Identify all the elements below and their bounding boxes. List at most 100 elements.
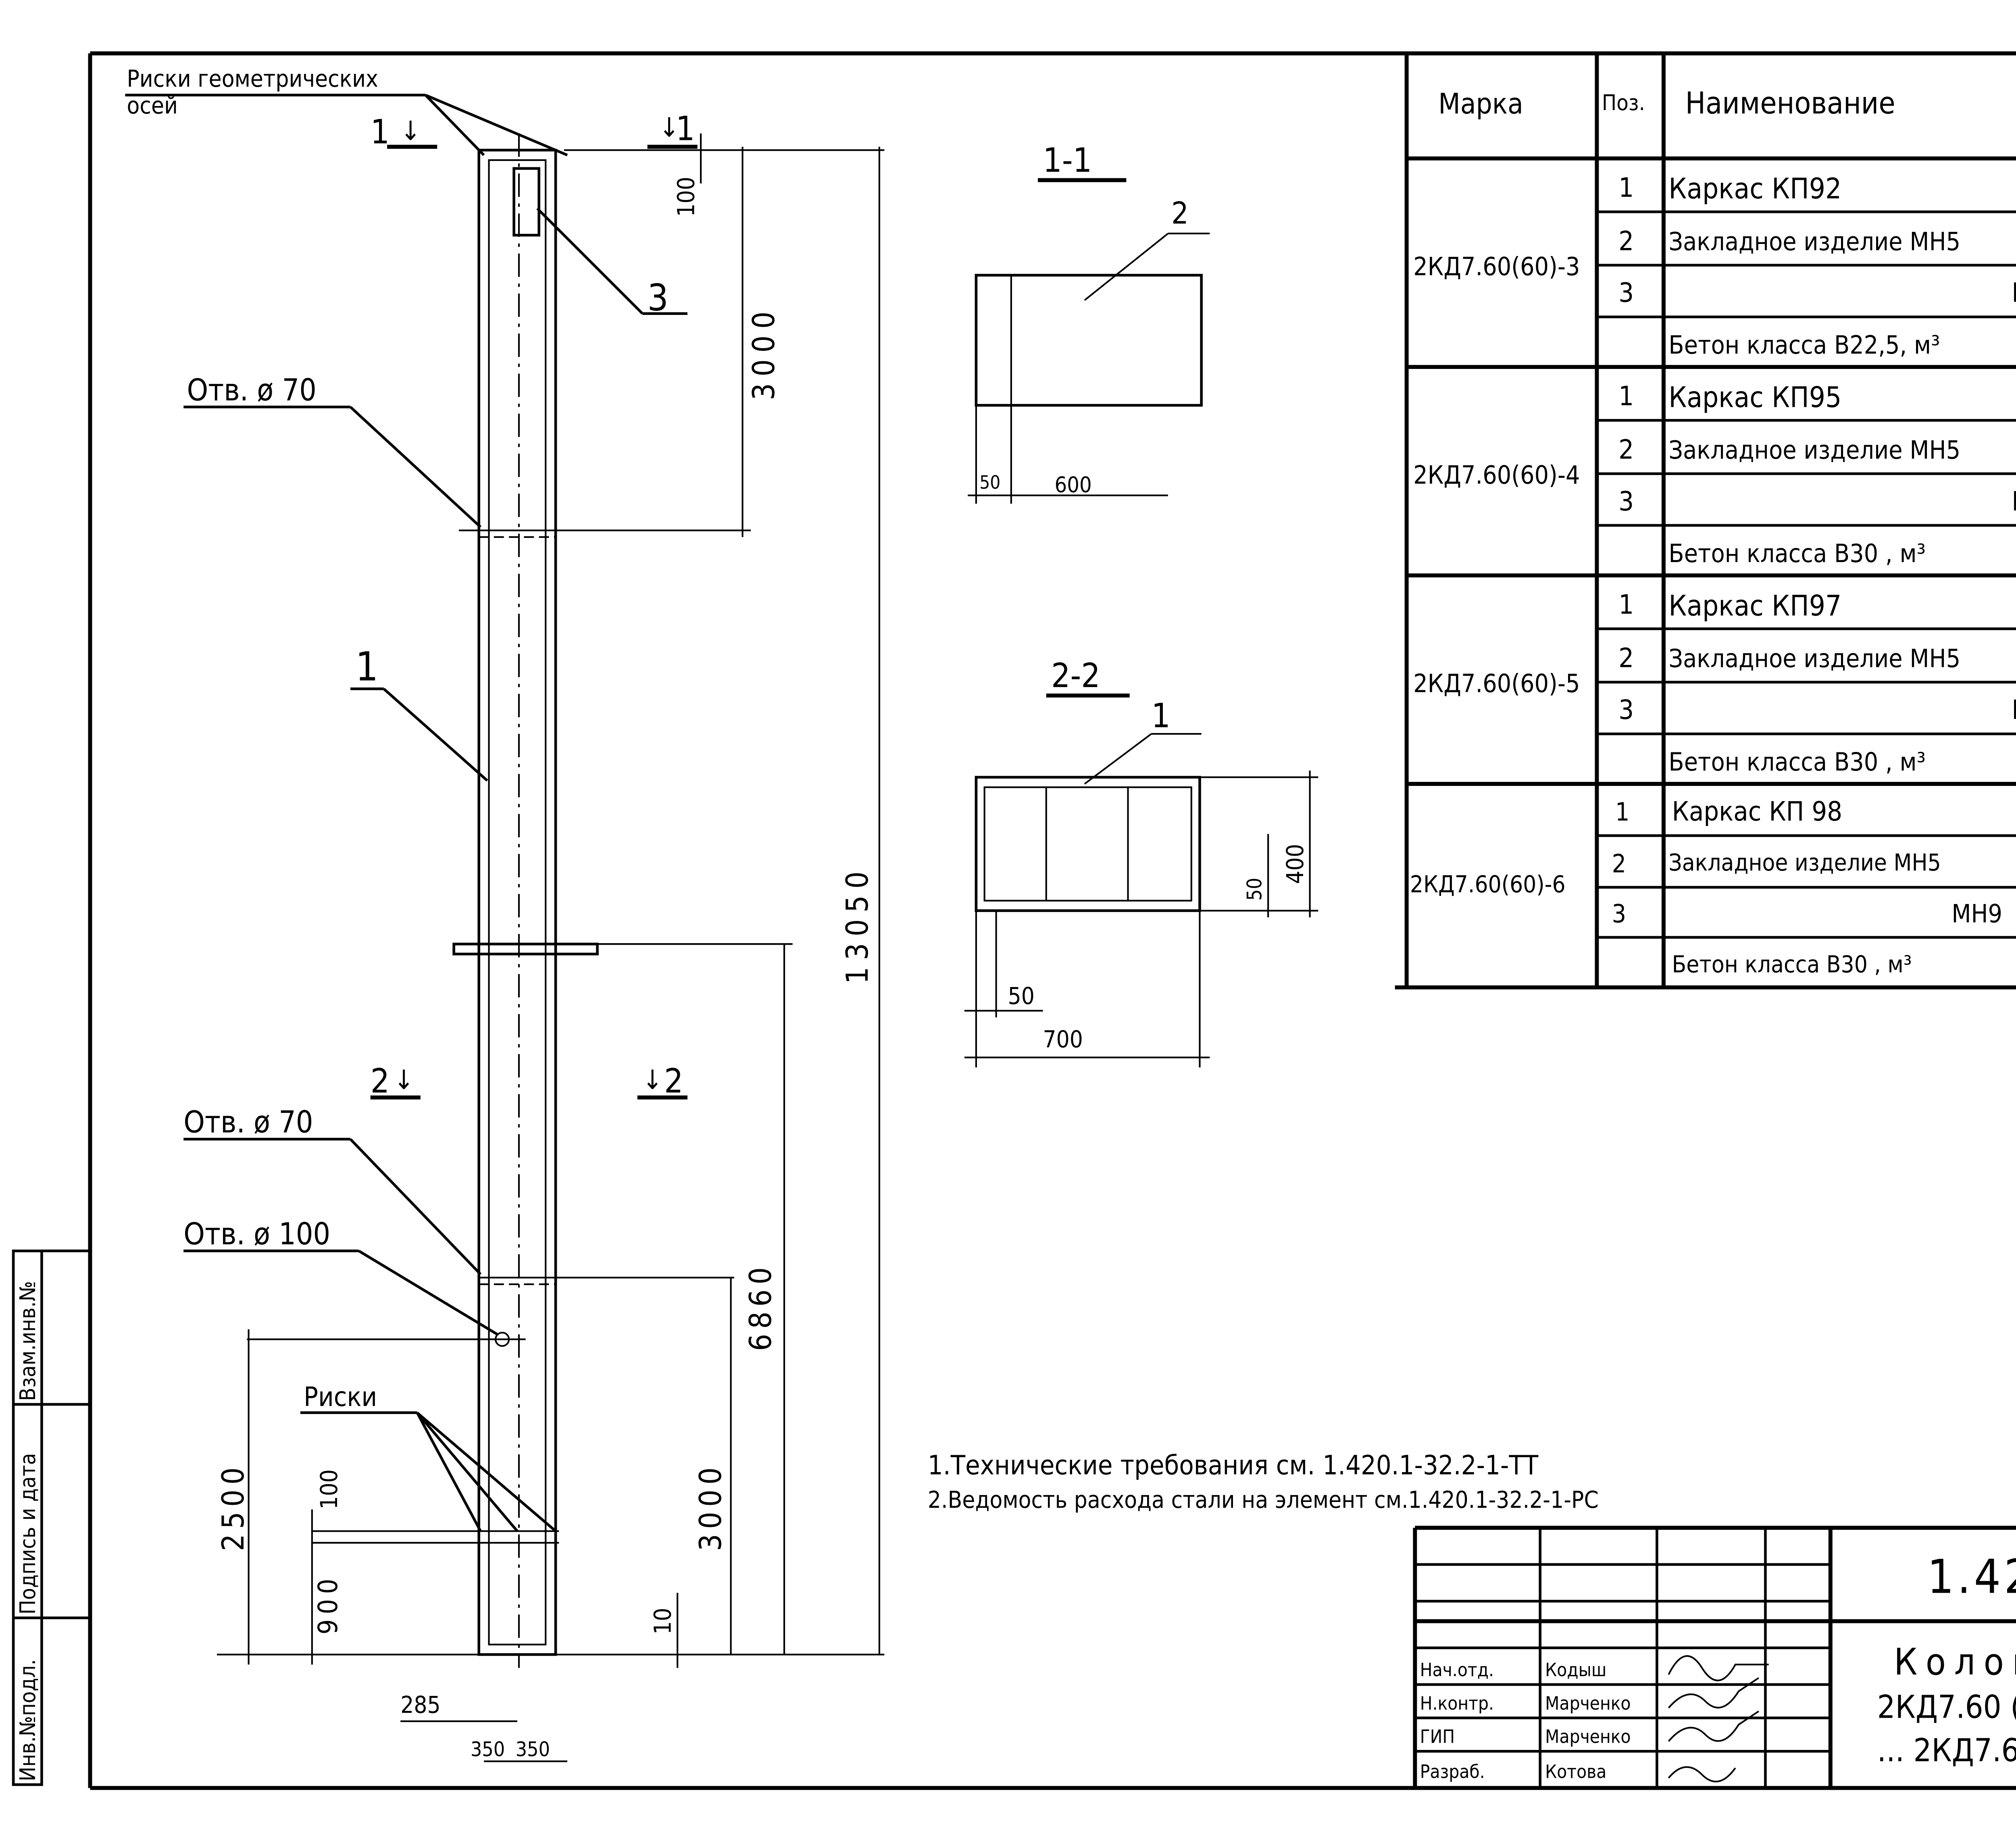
dim-10: 10 xyxy=(649,1608,677,1634)
row-name: Закладное изделие МН5 xyxy=(1668,849,1941,876)
arrow-down-icon: ↓ xyxy=(642,1064,662,1096)
section-2-2-pos: 1 xyxy=(1151,696,1170,735)
group-mark: 2КД7.60(60)-3 xyxy=(1413,252,1580,281)
staff-role: Разраб. xyxy=(1420,1761,1485,1783)
group-mark: 2КД7.60(60)-4 xyxy=(1413,460,1580,490)
row-pos: 3 xyxy=(1618,694,1634,725)
row-name: Закладное изделие МН5 xyxy=(1668,227,1960,256)
row-name: МН9 xyxy=(2012,486,2016,517)
row-name: МН9 xyxy=(2012,694,2016,725)
dim-900: 900 xyxy=(312,1574,344,1635)
side-stamp: Инв.№подл. Подпись и дата Взам.инв.№ xyxy=(12,1250,90,1786)
dim-600: 600 xyxy=(1054,472,1091,497)
row-name: Закладное изделие МН5 xyxy=(1668,435,1960,465)
dim-700: 700 xyxy=(1043,1026,1083,1053)
staff-name: Марченко xyxy=(1545,1726,1631,1748)
section-mark-1-right: 1 xyxy=(676,109,695,148)
table-group-3: 2КД7.60(60)-5 9,1 1 Каркас КП97 1 1.420.… xyxy=(1413,589,2016,777)
dimension-lines xyxy=(248,133,885,1762)
dim-400: 400 xyxy=(1281,844,1309,884)
hole-100-label: Отв. ø 100 xyxy=(183,1216,330,1252)
row-name: Каркас КП97 xyxy=(1668,589,1841,622)
risks-geom-label: Риски геометрических xyxy=(127,65,378,92)
table-group-4: 2КД7.60(60)-6 9,1 1 Каркас КП 98 1 1.420… xyxy=(1410,796,2002,978)
section-2-2: 2-2 1 50 400 50 700 xyxy=(964,656,1318,1068)
staff-role: ГИП xyxy=(1420,1726,1455,1748)
arrow-down-icon: ↓ xyxy=(659,112,679,143)
table-group-1: 2КД7.60(60)-3 9,1 1 Каркас КП92 1 1.420.… xyxy=(1413,172,2016,360)
dim-13050: 13050 xyxy=(840,865,875,984)
staff-role: Н.контр. xyxy=(1420,1693,1494,1714)
row-pos: 3 xyxy=(1618,486,1634,517)
sign-date-label: Подпись и дата xyxy=(15,1453,40,1615)
doc-title: Колонна xyxy=(1894,1641,2016,1683)
row-pos: 3 xyxy=(1618,277,1634,308)
table-group-2: 2КД7.60(60)-4 9,1 1 Каркас КП95 1 1.420.… xyxy=(1413,381,2016,568)
row-name: Каркас КП92 xyxy=(1668,172,1841,205)
row-pos: 1 xyxy=(1615,797,1630,827)
embedded-item-3 xyxy=(512,167,541,237)
row-name: МН9 xyxy=(1951,899,2002,928)
dim-3000-bottom: 3000 xyxy=(693,1462,728,1551)
leaders xyxy=(125,94,688,1532)
note-2: 2.Ведомость расхода стали на элемент см.… xyxy=(928,1486,1599,1513)
row-name: Бетон класса В30 , м³ xyxy=(1668,747,1926,777)
header-mark: Марка xyxy=(1438,87,1523,120)
dim-285: 285 xyxy=(400,1691,440,1718)
inv-no-label: Инв.№подл. xyxy=(15,1659,40,1781)
risks-geom-label-2: осей xyxy=(127,92,178,119)
spec-table xyxy=(1395,55,2016,989)
row-name: Бетон класса В22,5, м³ xyxy=(1668,330,1940,360)
pos-3-label: 3 xyxy=(648,277,669,319)
dim-50-h: 50 xyxy=(1008,982,1035,1010)
dim-100-top: 100 xyxy=(673,177,700,217)
dim-50-v: 50 xyxy=(1243,878,1266,901)
row-name: Каркас КП95 xyxy=(1668,381,1841,414)
dim-350-right: 350 xyxy=(516,1738,550,1761)
row-pos: 2 xyxy=(1618,643,1634,674)
row-pos: 2 xyxy=(1612,849,1627,878)
hole-70-bottom-label: Отв. ø 70 xyxy=(183,1105,313,1140)
dim-100-bottom: 100 xyxy=(315,1469,343,1509)
row-name: Бетон класса В30 , м³ xyxy=(1672,951,1912,978)
row-pos: 1 xyxy=(1618,381,1634,412)
row-pos: 1 xyxy=(1618,172,1634,203)
section-1-1-pos: 2 xyxy=(1171,196,1189,231)
header-name: Наименование xyxy=(1685,85,1895,121)
row-name: МН9 xyxy=(2012,277,2016,308)
risks-label: Риски xyxy=(304,1381,377,1412)
row-pos: 3 xyxy=(1612,899,1627,928)
note-1: 1.Технические требования см. 1.420.1-32.… xyxy=(928,1450,1539,1481)
row-pos: 1 xyxy=(1618,589,1634,620)
row-pos: 2 xyxy=(1618,434,1634,465)
pos-1-label: 1 xyxy=(355,644,378,690)
staff-name: Марченко xyxy=(1545,1693,1631,1714)
staff-name: Котова xyxy=(1545,1761,1606,1783)
doc-code: 1.420.1-32. 2-1 - 36 xyxy=(1927,1550,2016,1604)
dim-2500: 2500 xyxy=(216,1462,251,1551)
doc-subtitle-1: 2КД7.60 (60) -3 xyxy=(1877,1689,2016,1726)
sheet-frame xyxy=(88,51,2016,1790)
section-1-1-title: 1-1 xyxy=(1043,141,1092,180)
header-pos: Поз. xyxy=(1602,90,1645,115)
row-name: Каркас КП 98 xyxy=(1672,796,1843,827)
row-name: Закладное изделие МН5 xyxy=(1668,644,1960,673)
arrow-down-icon: ↓ xyxy=(394,1064,414,1096)
section-1-1: 1-1 2 50 600 xyxy=(968,141,1210,504)
section-mark-1-left: 1 xyxy=(371,112,389,152)
row-pos: 2 xyxy=(1618,225,1634,256)
dim-350-left: 350 xyxy=(471,1738,505,1761)
row-name: Бетон класса В30 , м³ xyxy=(1668,539,1926,568)
staff-name: Кодыш xyxy=(1545,1659,1606,1681)
hole-70-top-label: Отв. ø 70 xyxy=(187,373,317,408)
staff-role: Нач.отд. xyxy=(1420,1659,1494,1681)
group-mark: 2КД7.60(60)-6 xyxy=(1410,871,1566,898)
signatures xyxy=(1668,1655,1769,1783)
arrow-down-icon: ↓ xyxy=(400,115,421,146)
dim-50: 50 xyxy=(979,472,1000,493)
group-mark: 2КД7.60(60)-5 xyxy=(1413,669,1580,698)
replace-inv-label: Взам.инв.№ xyxy=(15,1281,40,1401)
section-mark-2-right: 2 xyxy=(664,1061,683,1100)
section-mark-2-left: 2 xyxy=(371,1061,389,1100)
